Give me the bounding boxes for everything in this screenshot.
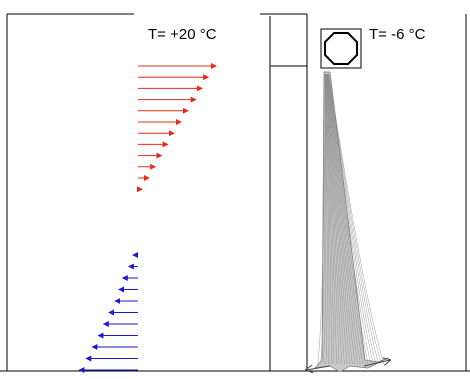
warm-air-arrows <box>136 63 217 193</box>
plume-streamline <box>328 73 374 365</box>
plume-streamline <box>327 73 356 365</box>
plume-streamline <box>326 73 342 365</box>
room-frame <box>0 13 470 372</box>
plume-right-arrow <box>363 360 390 367</box>
plume-streamline <box>328 73 385 365</box>
plume-streamline <box>327 73 364 365</box>
plume-streamline <box>317 73 326 365</box>
plume-left-arrow <box>306 366 331 370</box>
plume-streamline <box>320 73 326 365</box>
plume-streamline <box>323 73 327 365</box>
plume-streamline <box>328 73 371 365</box>
radiator <box>320 28 362 69</box>
plume-streamline <box>326 73 353 365</box>
plume-streamline <box>325 73 337 365</box>
plume-streamline <box>326 73 350 365</box>
plume-streamline <box>325 73 335 365</box>
plume-streamline <box>325 73 328 365</box>
octagon-radiator-icon <box>324 32 358 65</box>
warm-temperature-label: T= +20 °C <box>148 26 217 43</box>
plume-streamline <box>328 73 379 365</box>
plume-streamline <box>327 73 366 365</box>
plume-streamline <box>327 73 369 365</box>
plume-streamline <box>327 73 358 365</box>
plume-streamline <box>328 73 382 365</box>
plume-streamline <box>328 73 377 365</box>
plume-streamline <box>327 73 361 365</box>
plume-streamline <box>326 73 348 365</box>
plume-streamline <box>325 73 330 365</box>
cold-temperature-label: T= -6 °C <box>369 26 426 43</box>
cold-air-plume <box>306 71 390 373</box>
plume-shape <box>314 71 389 373</box>
plume-streamline <box>325 73 332 365</box>
cold-air-arrows <box>78 252 138 373</box>
